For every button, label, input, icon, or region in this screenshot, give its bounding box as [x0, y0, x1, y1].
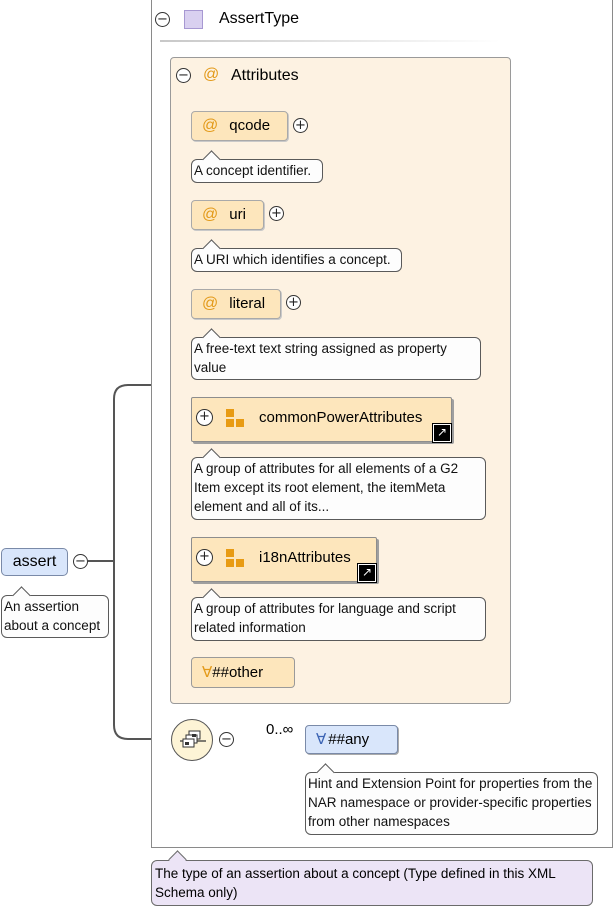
attribute-uri[interactable]: @ uri [191, 200, 264, 230]
attribute-icon: @ [202, 117, 219, 134]
attribute-group-icon [226, 409, 246, 429]
attribute-name: literal [229, 295, 266, 312]
uri-doc-text: A URI which identifies a concept. [194, 252, 391, 267]
expand-qcode-toggle[interactable]: + [293, 118, 308, 133]
literal-doc-text: A free-text text string assigned as prop… [194, 341, 447, 375]
group-name: i18nAttributes [259, 549, 351, 566]
attribute-icon: @ [203, 66, 220, 83]
expand-group-toggle[interactable]: + [196, 409, 213, 426]
collapse-element-toggle[interactable]: − [73, 554, 88, 569]
any-element-doc-text: Hint and Extension Point for properties … [308, 776, 593, 829]
expand-group-toggle[interactable]: + [196, 549, 213, 566]
type-doc: The type of an assertion about a concept… [151, 860, 593, 906]
expand-literal-toggle[interactable]: + [286, 295, 301, 310]
occurrence-label: 0..∞ [266, 721, 294, 738]
element-doc: An assertion about a concept [1, 586, 109, 638]
wildcard-label: ##any [328, 731, 370, 748]
attributes-title: Attributes [231, 67, 299, 84]
qcode-doc: A concept identifier. [191, 150, 323, 183]
attribute-icon: @ [202, 206, 219, 223]
any-element[interactable]: ∀##any [305, 725, 398, 754]
group-name: commonPowerAttributes [259, 409, 423, 426]
collapse-type-toggle[interactable]: − [155, 12, 170, 27]
wildcard-icon: ∀ [316, 731, 327, 748]
sequence-icon [180, 730, 206, 748]
attribute-group-icon [226, 549, 246, 569]
common-power-attributes-doc: A group of attributes for all elements o… [191, 448, 486, 520]
sequence-compositor[interactable] [171, 719, 213, 761]
element-doc-text: An assertion about a concept [4, 599, 101, 633]
i18n-attributes-doc: A group of attributes for language and s… [191, 588, 486, 641]
attribute-qcode[interactable]: @ qcode [191, 111, 288, 141]
attribute-literal[interactable]: @ literal [191, 289, 281, 319]
literal-doc: A free-text text string assigned as prop… [191, 328, 481, 380]
type-doc-text: The type of an assertion about a concept… [155, 866, 556, 900]
group-i18n-attributes[interactable]: + i18nAttributes ↗ [191, 537, 377, 583]
attribute-name: uri [229, 206, 246, 223]
collapse-sequence-toggle[interactable]: − [219, 732, 234, 747]
attribute-name: qcode [229, 117, 271, 134]
group-common-power-attributes[interactable]: + commonPowerAttributes ↗ [191, 397, 452, 443]
common-power-attributes-doc-text: A group of attributes for all elements o… [194, 461, 459, 514]
i18n-attributes-doc-text: A group of attributes for language and s… [194, 601, 456, 635]
qcode-doc-text: A concept identifier. [194, 163, 312, 178]
wildcard-icon: ∀ [202, 664, 213, 681]
any-attribute-other[interactable]: ∀##other [191, 657, 295, 688]
uri-doc: A URI which identifies a concept. [191, 239, 402, 272]
type-header-divider [160, 40, 500, 42]
collapse-attributes-toggle[interactable]: − [176, 68, 191, 83]
shortcut-arrow-icon[interactable]: ↗ [432, 423, 452, 443]
attributes-panel [170, 57, 511, 704]
shortcut-arrow-icon[interactable]: ↗ [357, 563, 377, 583]
element-assert[interactable]: assert [1, 548, 68, 576]
wildcard-label: ##other [212, 664, 264, 681]
complex-type-icon [184, 10, 203, 29]
expand-uri-toggle[interactable]: + [269, 206, 284, 221]
attribute-icon: @ [202, 295, 219, 312]
type-title: AssertType [219, 10, 300, 27]
any-element-doc: Hint and Extension Point for properties … [305, 763, 598, 835]
